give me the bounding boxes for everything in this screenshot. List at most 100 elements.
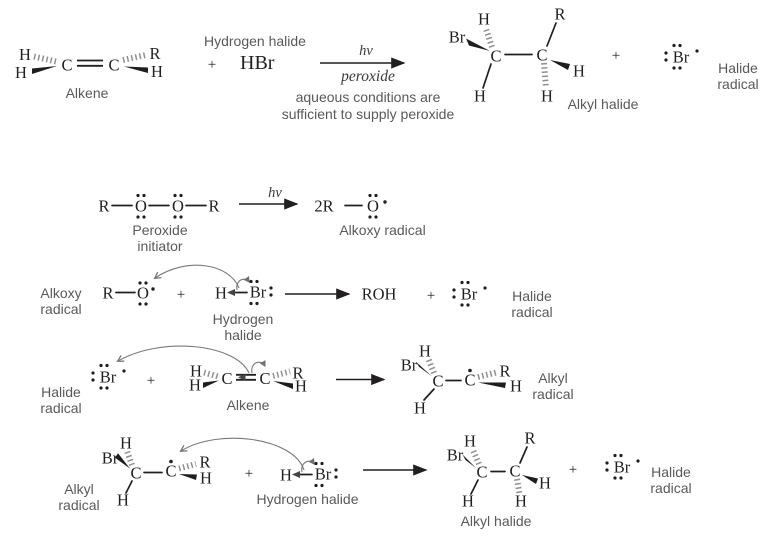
atom-r: R [292, 364, 303, 383]
atom-br: Br [447, 446, 464, 465]
fishhook-arrow-to-bromine-1 [236, 276, 250, 291]
label-halide-radical-4: Halide radical [650, 464, 692, 497]
atom-r: R [499, 362, 510, 381]
plus-sign: + [208, 57, 216, 73]
atom-c: C [536, 46, 547, 65]
alkyl-halide-structure-2: Br H C C R H H H [447, 429, 551, 511]
label-alkyl-halide-1: Alkyl halide [567, 96, 639, 112]
alkene-structure-2: H H C C R H [189, 362, 307, 396]
label-halide-radical-1: Halide radical [717, 60, 759, 93]
atom-o: O [172, 197, 184, 216]
electron-arrow-bond-to-radical-carbon [179, 437, 305, 471]
atom-h: H [295, 377, 307, 396]
atom-2r: 2R [314, 197, 333, 216]
atom-h: H [414, 399, 426, 418]
atom-h: H [15, 63, 27, 82]
label-halide-radical-3: Halide radical [40, 384, 82, 417]
bromine-radical-4: Br [605, 453, 640, 480]
atom-h: H [200, 469, 212, 488]
plus-sign: + [569, 462, 577, 478]
alkyl-radical-structure-2: Br H C C R H H [102, 434, 212, 510]
label-alkyl-radical-1: Alkyl radical [532, 370, 574, 403]
plus-sign: + [612, 48, 620, 64]
atom-c: C [108, 56, 119, 75]
label-alkene-1: Alkene [65, 85, 109, 101]
atom-br: Br [449, 28, 466, 47]
atom-h: H [190, 362, 202, 381]
atom-h: H [515, 492, 527, 511]
atom-br: Br [250, 283, 267, 302]
atom-c: C [476, 463, 487, 482]
atom-o: O [135, 197, 147, 216]
alkene-structure-1: H H C C R H [15, 44, 163, 82]
atom-c: C [464, 371, 475, 390]
atom-h: H [280, 466, 292, 485]
electron-arrow-bond-to-bromine [116, 345, 250, 374]
atom-r: R [102, 284, 113, 303]
electron-arrow-bond-to-oxygen [153, 264, 240, 289]
plus-sign: + [147, 373, 155, 389]
atom-c: C [509, 462, 520, 481]
atom-h: H [478, 10, 490, 29]
atom-h: H [189, 376, 201, 395]
label-hydrogen-halide-2: Hydrogen halide [212, 311, 274, 344]
atom-h: H [215, 284, 227, 303]
alkyl-radical-structure-1: Br H C C R H H [401, 342, 522, 418]
note-aqueous-line1: aqueous conditions are [295, 89, 441, 105]
atom-h: H [464, 432, 476, 451]
atom-h: H [120, 434, 132, 453]
label-halide-radical-2: Halide radical [511, 288, 553, 321]
bromine-radical-3: Br [91, 363, 126, 390]
alkoxy-radical-structure-1: 2R O [314, 193, 387, 219]
hv-annotation-2: hv [268, 185, 282, 201]
atom-br: Br [461, 285, 478, 304]
label-alkyl-radical-2: Alkyl radical [58, 481, 100, 514]
atom-h: H [419, 342, 431, 361]
label-alkoxy-radical-1: Alkoxy radical [339, 222, 426, 238]
atom-h: H [19, 45, 31, 64]
atom-br: Br [401, 356, 418, 375]
atom-c: C [432, 372, 443, 391]
bromine-radical-1: Br [664, 43, 699, 70]
atom-r: R [199, 453, 210, 472]
atom-h: H [539, 474, 551, 493]
label-alkyl-halide-2: Alkyl halide [460, 513, 532, 529]
alkyl-halide-structure-1: Br H C C R H H H [449, 5, 585, 106]
atom-h: H [117, 491, 129, 510]
atom-h: H [151, 62, 163, 81]
hydrogen-bromide-structure-2: H Br [280, 461, 338, 488]
label-hydrogen-halide-3: Hydrogen halide [256, 491, 359, 507]
alkoxy-radical-structure-2: R O [102, 281, 155, 306]
atom-h: H [462, 492, 474, 511]
atom-c: C [61, 56, 72, 75]
atom-c: C [259, 369, 270, 388]
roh-formula: ROH [362, 285, 397, 304]
bromine-radical-2: Br [452, 280, 487, 307]
atom-c: C [165, 462, 176, 481]
atom-h: H [474, 87, 486, 106]
atom-br: Br [100, 368, 117, 387]
atom-h: H [573, 62, 585, 81]
atom-r: R [149, 44, 160, 63]
label-alkoxy-radical-2: Alkoxy radical [40, 285, 82, 318]
atom-r: R [98, 197, 109, 216]
atom-br: Br [673, 48, 690, 67]
atom-h: H [510, 377, 522, 396]
plus-sign: + [245, 466, 253, 482]
atom-br: Br [614, 458, 631, 477]
atom-c: C [221, 369, 232, 388]
fishhook-arrow-to-bromine-2 [301, 458, 315, 473]
label-peroxide-initiator: Peroxide initiator [132, 222, 188, 255]
hydrogen-bromide-structure-1: H Br [215, 279, 273, 306]
atom-c: C [130, 464, 141, 483]
atom-r: R [524, 429, 535, 448]
fishhook-arrow-to-carbon [251, 360, 266, 374]
atom-h: H [541, 87, 553, 106]
atom-r: R [208, 197, 219, 216]
atom-o: O [137, 284, 149, 303]
atom-br: Br [315, 465, 332, 484]
hv-annotation-1: hv [359, 43, 373, 59]
atom-o: O [367, 197, 379, 216]
